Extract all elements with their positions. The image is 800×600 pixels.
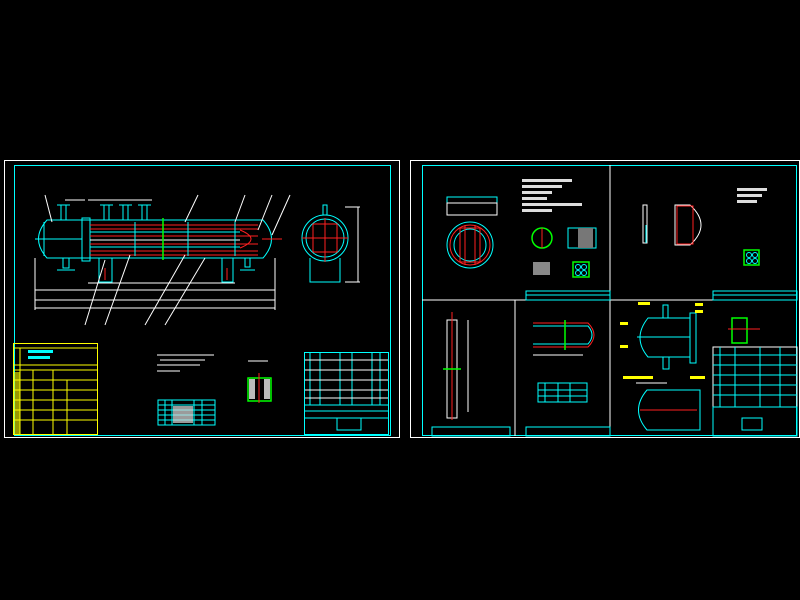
weld-detail xyxy=(247,360,272,403)
assembly-sheet xyxy=(4,160,400,438)
sheet-border xyxy=(4,160,400,438)
baffle-drawing xyxy=(642,188,798,301)
saddle-supports xyxy=(98,257,234,283)
nozzles xyxy=(57,204,255,271)
leader-lines xyxy=(44,194,291,326)
u-tube-drawing xyxy=(525,320,611,437)
callout-labels xyxy=(620,302,705,379)
notes-block xyxy=(522,179,582,212)
channel-drawing xyxy=(620,302,798,437)
title-block xyxy=(13,343,98,435)
tie-rod-drawing xyxy=(431,312,511,437)
nozzle-table xyxy=(157,399,216,426)
dimension-lines xyxy=(34,199,276,310)
tube-sheet xyxy=(81,217,91,262)
tube-sheet-drawing xyxy=(446,179,611,301)
parts-list xyxy=(304,352,389,435)
technical-notes xyxy=(157,354,214,372)
parts-sheet xyxy=(410,160,800,438)
tube-bundle xyxy=(90,224,258,256)
vessel-shell xyxy=(38,219,272,259)
end-view xyxy=(301,204,360,283)
drawing-frame xyxy=(14,165,391,436)
front-view xyxy=(34,194,291,326)
